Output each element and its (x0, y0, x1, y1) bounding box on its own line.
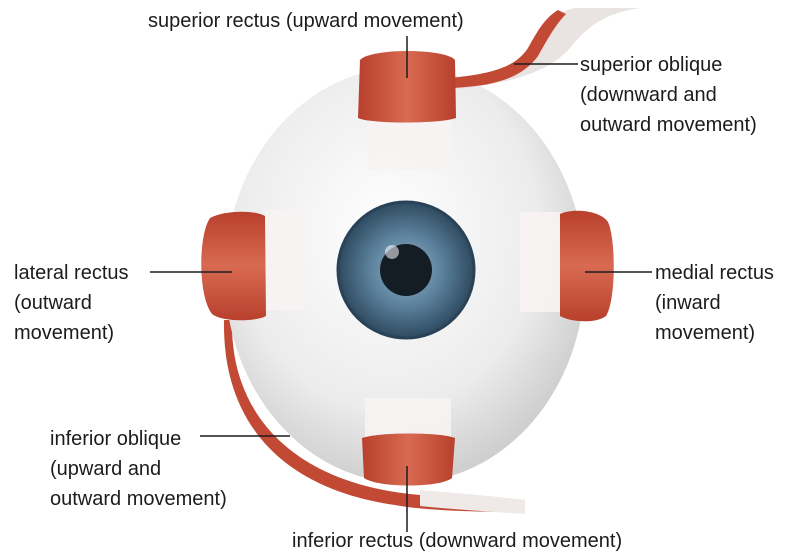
superior-oblique-label-line-2: (downward and (580, 80, 757, 110)
medial-rectus-muscle (560, 211, 614, 322)
inferior-rectus-label: inferior rectus (downward movement) (292, 526, 622, 556)
superior-oblique-label-line-3: outward movement) (580, 110, 757, 140)
medial-rectus-label-line-3: movement) (655, 318, 774, 348)
superior-rectus-label-line: superior rectus (upward movement) (148, 6, 464, 36)
lateral-rectus-tendon (265, 210, 305, 310)
lateral-rectus-label-line-3: movement) (14, 318, 129, 348)
inferior-rectus-label-line: inferior rectus (downward movement) (292, 526, 622, 556)
inferior-oblique-tendon (420, 490, 525, 514)
superior-rectus-label: superior rectus (upward movement) (148, 6, 464, 36)
inferior-rectus-muscle (362, 434, 455, 486)
lateral-rectus-label-line-2: (outward (14, 288, 129, 318)
medial-rectus-label-line-1: medial rectus (655, 258, 774, 288)
medial-rectus-label-line-2: (inward (655, 288, 774, 318)
pupil-highlight (385, 245, 399, 259)
inferior-oblique-label: inferior oblique (upward and outward mov… (50, 424, 227, 514)
lateral-rectus-label: lateral rectus (outward movement) (14, 258, 129, 348)
superior-oblique-label: superior oblique (downward and outward m… (580, 50, 757, 140)
medial-rectus-label: medial rectus (inward movement) (655, 258, 774, 348)
lateral-rectus-label-line-1: lateral rectus (14, 258, 129, 288)
inferior-oblique-label-line-2: (upward and (50, 454, 227, 484)
medial-rectus-tendon (520, 212, 562, 312)
inferior-oblique-label-line-1: inferior oblique (50, 424, 227, 454)
lateral-rectus-muscle (201, 212, 266, 321)
inferior-oblique-label-line-3: outward movement) (50, 484, 227, 514)
superior-oblique-label-line-1: superior oblique (580, 50, 757, 80)
